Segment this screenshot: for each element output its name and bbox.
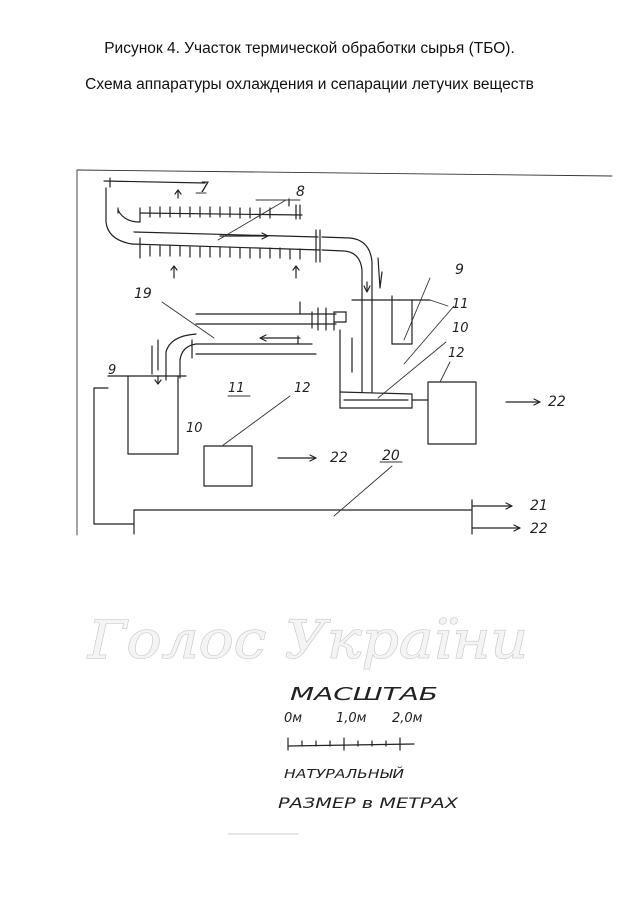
separator-vessel-right: [339, 295, 431, 409]
lower-cooler-pipe: [131, 229, 321, 279]
label-20: 20: [382, 448, 400, 464]
label-10-left: 10: [186, 421, 203, 436]
collector-line: [93, 387, 521, 535]
scale-block: МАСШТАБ 0м 1,0м 2,0м НАТУРАЛЬНЫЙ РАЗМЕР …: [227, 684, 459, 835]
scale-title: МАСШТАБ: [290, 684, 438, 705]
figure-subtitle: Схема аппаратуры охлаждения и сепарации …: [85, 76, 534, 93]
figure-title: Рисунок 4. Участок термической обработки…: [104, 40, 515, 57]
descending-pipe: [321, 236, 383, 301]
receiver-box-right: [427, 381, 541, 445]
label-8: 8: [296, 184, 305, 200]
separator-vessel-left: [107, 375, 187, 455]
diagram-frame: [76, 169, 613, 536]
label-7: 7: [200, 180, 209, 196]
label-12-left: 12: [294, 381, 311, 396]
label-9-right: 9: [455, 262, 464, 278]
inlet-line-7: [103, 177, 206, 245]
label-21: 21: [530, 498, 548, 514]
watermark: Голос України: [87, 611, 528, 671]
receiver-box-lower: [203, 445, 317, 487]
label-10-right: 10: [452, 321, 469, 336]
upper-cooler-pipe: [117, 189, 319, 240]
label-11-right: 11: [452, 297, 469, 312]
middle-return-pipe: [151, 301, 347, 385]
scale-bar: [287, 743, 415, 747]
label-19: 19: [134, 286, 152, 302]
label-12-right: 12: [448, 346, 465, 361]
scale-caption-2: РАЗМЕР в МЕТРАХ: [278, 796, 459, 812]
leader-lines: [161, 192, 455, 517]
label-11-left: 11: [228, 381, 245, 396]
label-22-middle: 22: [330, 450, 348, 466]
scale-tick-0: 0м: [284, 711, 302, 726]
scale-tick-1: 1,0м: [336, 711, 367, 726]
label-22-right: 22: [548, 394, 566, 410]
label-22-bottom: 22: [530, 521, 548, 537]
label-9-left: 9: [108, 363, 116, 378]
scale-caption-1: НАТУРАЛЬНЫЙ: [284, 766, 404, 781]
scale-tick-2: 2,0м: [392, 711, 423, 726]
